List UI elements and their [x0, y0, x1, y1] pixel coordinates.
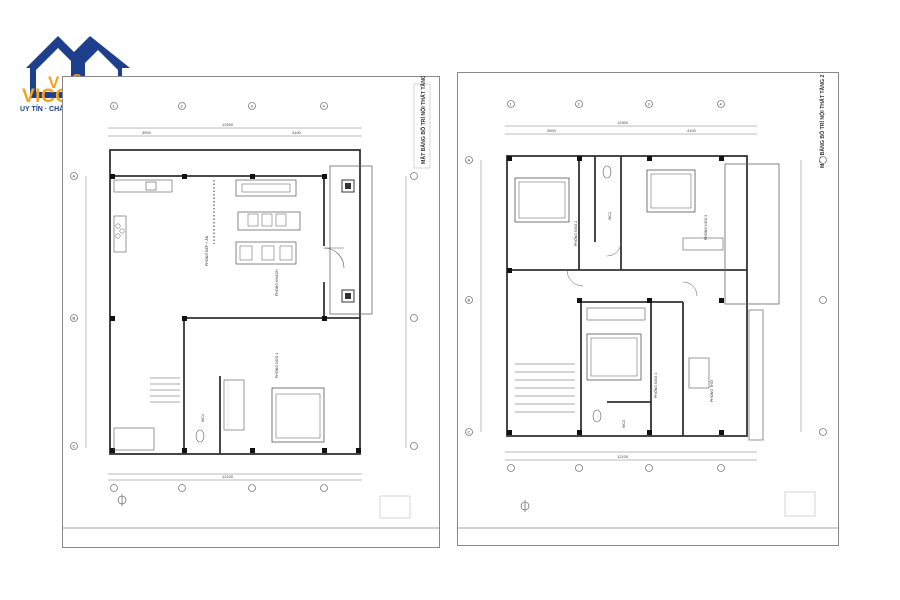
grid-col-2: 2 [181, 104, 184, 109]
grid-col-2: 2 [578, 102, 581, 107]
sheet-title: MẶT BẰNG BỐ TRÍ NỘI THẤT TẦNG 2 [818, 75, 826, 168]
grid-col-4: 4 [720, 102, 723, 107]
floor-plan-sheet-1: MẶT BẰNG BỐ TRÍ NỘI THẤT TẦNG 1 12500 35… [62, 76, 440, 548]
room-label-wc1: WC1 [201, 414, 205, 422]
dim-top-left: 3500 [142, 130, 152, 135]
dim-top-left: 3500 [547, 128, 557, 133]
grid-row-a: A [468, 158, 471, 163]
dim-bottom-overall: 12100 [222, 474, 234, 479]
grid-col-3: 3 [251, 104, 254, 109]
grid-row-c: C [73, 444, 76, 449]
room-label-phong-ngu-3: PHÒNG NGỦ 3 [703, 215, 708, 240]
sheet-title: MẶT BẰNG BỐ TRÍ NỘI THẤT TẦNG 1 [419, 76, 427, 164]
grid-row-b: B [73, 316, 76, 321]
room-label-wc2: WC2 [608, 212, 612, 220]
grid-col-1: 1 [113, 104, 116, 109]
grid-row-b: B [468, 298, 471, 303]
grid-col-1: 1 [510, 102, 513, 107]
dim-bottom-overall: 12100 [617, 454, 629, 459]
grid-col-4: 4 [323, 104, 326, 109]
room-label-phong-tho: PHÒNG THỜ [709, 380, 714, 402]
grid-row-a: A [73, 174, 76, 179]
room-label-phong-ngu-2: PHÒNG NGỦ 2 [573, 221, 578, 246]
dim-top-overall: 12500 [222, 122, 234, 127]
floor-plan-sheet-2: MẶT BẰNG BỐ TRÍ NỘI THẤT TẦNG 2 12500 35… [457, 72, 839, 546]
grid-row-c: C [468, 430, 471, 435]
dim-top-right: 4100 [687, 128, 697, 133]
logo-letter-v: V [48, 73, 60, 92]
dim-top-right: 4100 [292, 130, 302, 135]
room-label-bep-an: PHÒNG BẾP + ĂN [204, 235, 209, 266]
room-label-phong-ngu-4: PHÒNG NGỦ 4 [653, 373, 658, 398]
room-label-phong-ngu-1: PHÒNG NGỦ 1 [274, 353, 279, 378]
room-label-phong-khach: PHÒNG KHÁCH [274, 269, 279, 296]
grid-col-3: 3 [648, 102, 651, 107]
dim-top-overall: 12500 [617, 120, 629, 125]
room-label-wc3: WC3 [622, 420, 626, 428]
